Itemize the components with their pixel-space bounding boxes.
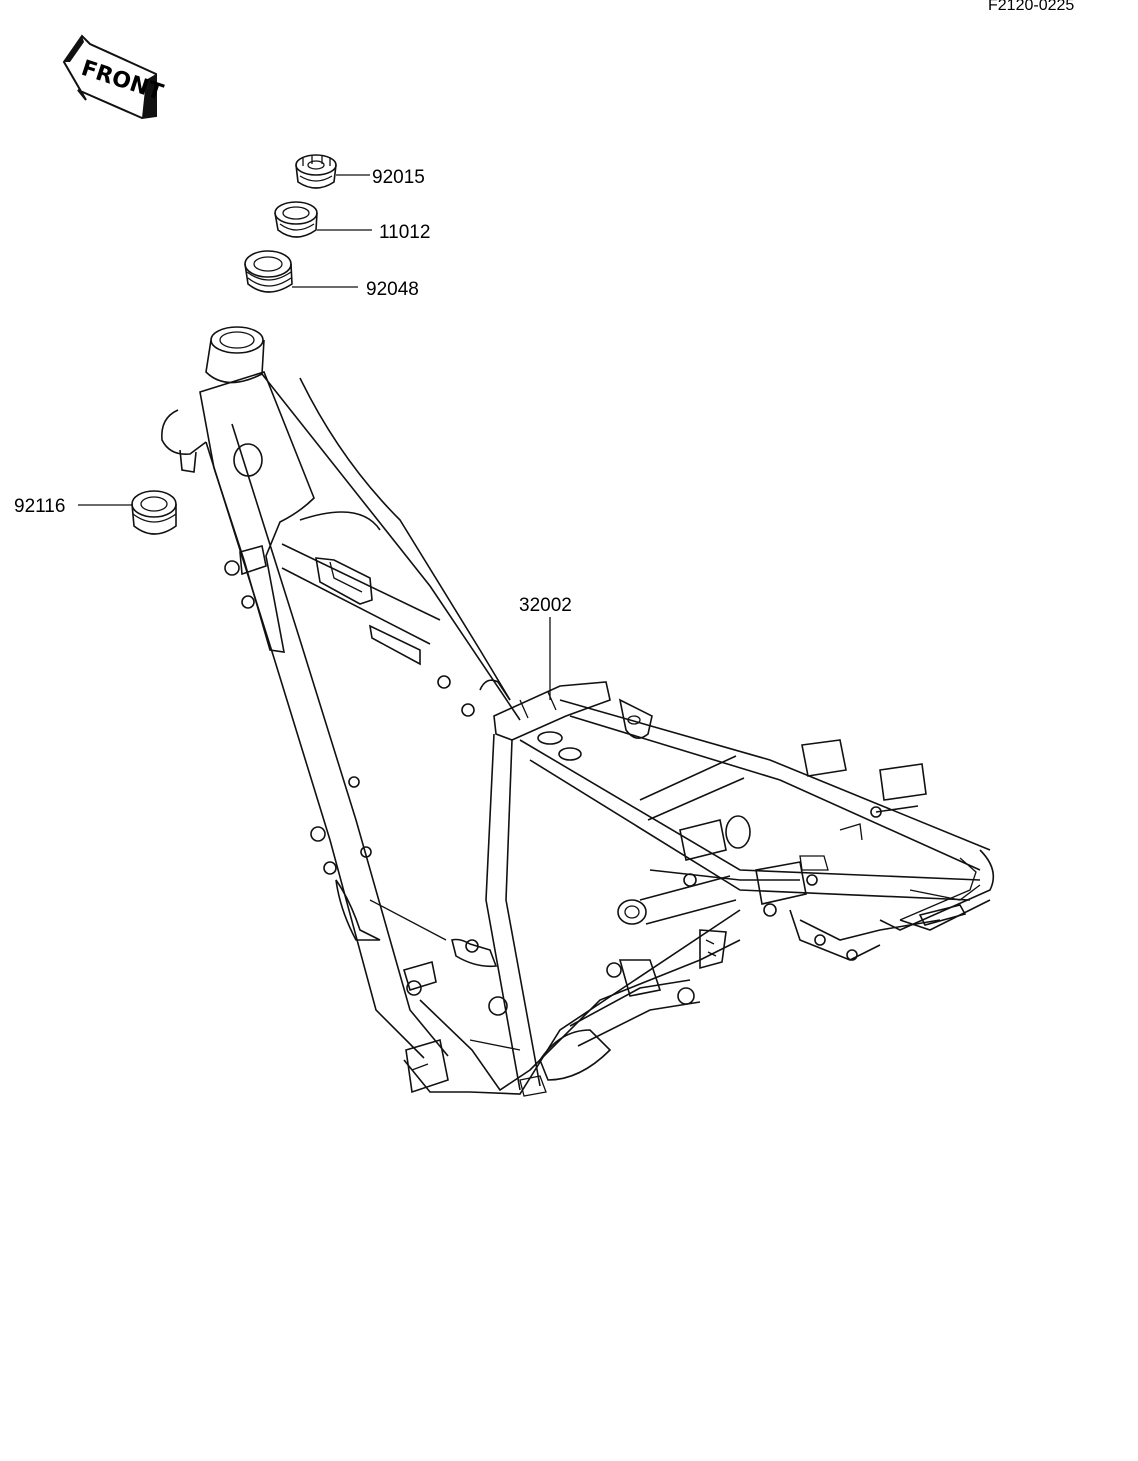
reference-code: F2120-0225 [988,0,1074,14]
callout-92116: 92116 [14,496,65,517]
steering-stem-nut-part [295,154,337,189]
callout-11012: 11012 [379,222,430,243]
callout-92048: 92048 [366,279,419,300]
callout-32002: 32002 [519,595,572,616]
frame-assembly-part [161,326,995,1097]
front-arrow-icon: FRONT [62,34,166,120]
callout-92015: 92015 [372,167,425,188]
steering-cap-part [274,201,318,238]
lower-bearing-part [131,490,177,535]
steering-bearing-part [244,250,293,293]
